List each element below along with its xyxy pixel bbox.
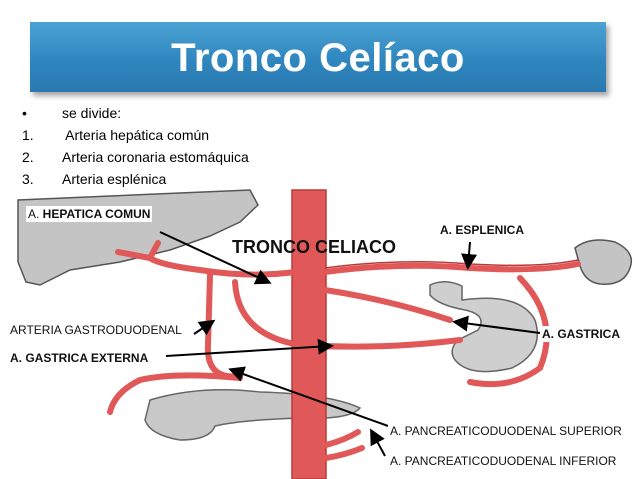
arrow-gastrica <box>452 315 541 334</box>
bullet-text: Arteria esplénica <box>62 171 167 187</box>
pancreatic-inferior-artery <box>323 445 365 461</box>
bullet-text: Arteria hepática común <box>62 127 210 143</box>
label-pancreaticoduodenal-superior: A. PANCREATICODUODENAL SUPERIOR <box>388 423 624 439</box>
hepatic-branch <box>115 249 153 261</box>
label-hepatica-prefix: A. <box>28 207 40 221</box>
arrow-hepatica <box>159 231 272 285</box>
gastric-external-artery <box>232 279 463 350</box>
page-title: Tronco Celíaco <box>171 36 465 80</box>
bullet-list: • se divide: 1. Arteria hepática común 2… <box>22 102 249 190</box>
stomach-shape <box>429 281 539 373</box>
bullet-text: Arteria coronaria estomáquica <box>62 149 249 165</box>
label-gastroduodenal: ARTERIA GASTRODUODENAL <box>8 322 184 338</box>
spleen-shape <box>574 239 633 285</box>
bullet-mark: 2. <box>22 149 34 165</box>
arrow-gastrica-externa <box>165 338 334 357</box>
bullet-mark: 1. <box>22 127 34 143</box>
arrow-pancreatico-superior <box>228 366 389 427</box>
label-gastrica-externa: A. GASTRICA EXTERNA <box>8 350 151 366</box>
list-item: 1. Arteria hepática común <box>22 124 249 146</box>
bullet-text: se divide: <box>62 105 122 121</box>
label-pancreaticoduodenal-inferior: A. PANCREATICODUODENAL INFERIOR <box>388 453 619 469</box>
arrow-gastroduodenal <box>193 319 216 336</box>
arrow-pancreatico-inferior <box>370 428 386 457</box>
gastric-artery <box>322 287 453 323</box>
label-hepatica-comun: A. HEPATICA COMUN <box>26 206 153 222</box>
title-banner: Tronco Celíaco <box>30 22 606 92</box>
label-tronco-celiaco: TRONCO CELIACO <box>232 237 396 257</box>
left-gastroepiploic <box>467 275 550 388</box>
label-hepatica-text: HEPATICA COMUN <box>39 207 151 221</box>
list-item: 3. Arteria esplénica <box>22 168 249 190</box>
bullet-mark: • <box>22 105 27 121</box>
label-esplenica: A. ESPLENICA <box>438 222 527 238</box>
aorta-vessel <box>291 189 327 479</box>
bullet-mark: 3. <box>22 171 34 187</box>
label-gastrica: A. GASTRICA <box>540 326 622 342</box>
lower-arc-artery <box>107 372 243 415</box>
pancreatic-inferior-artery <box>323 429 361 448</box>
list-item: • se divide: <box>22 102 249 124</box>
arrow-esplenica <box>461 241 477 270</box>
pancreas-shape <box>144 389 362 441</box>
list-item: 2. Arteria coronaria estomáquica <box>22 146 249 168</box>
